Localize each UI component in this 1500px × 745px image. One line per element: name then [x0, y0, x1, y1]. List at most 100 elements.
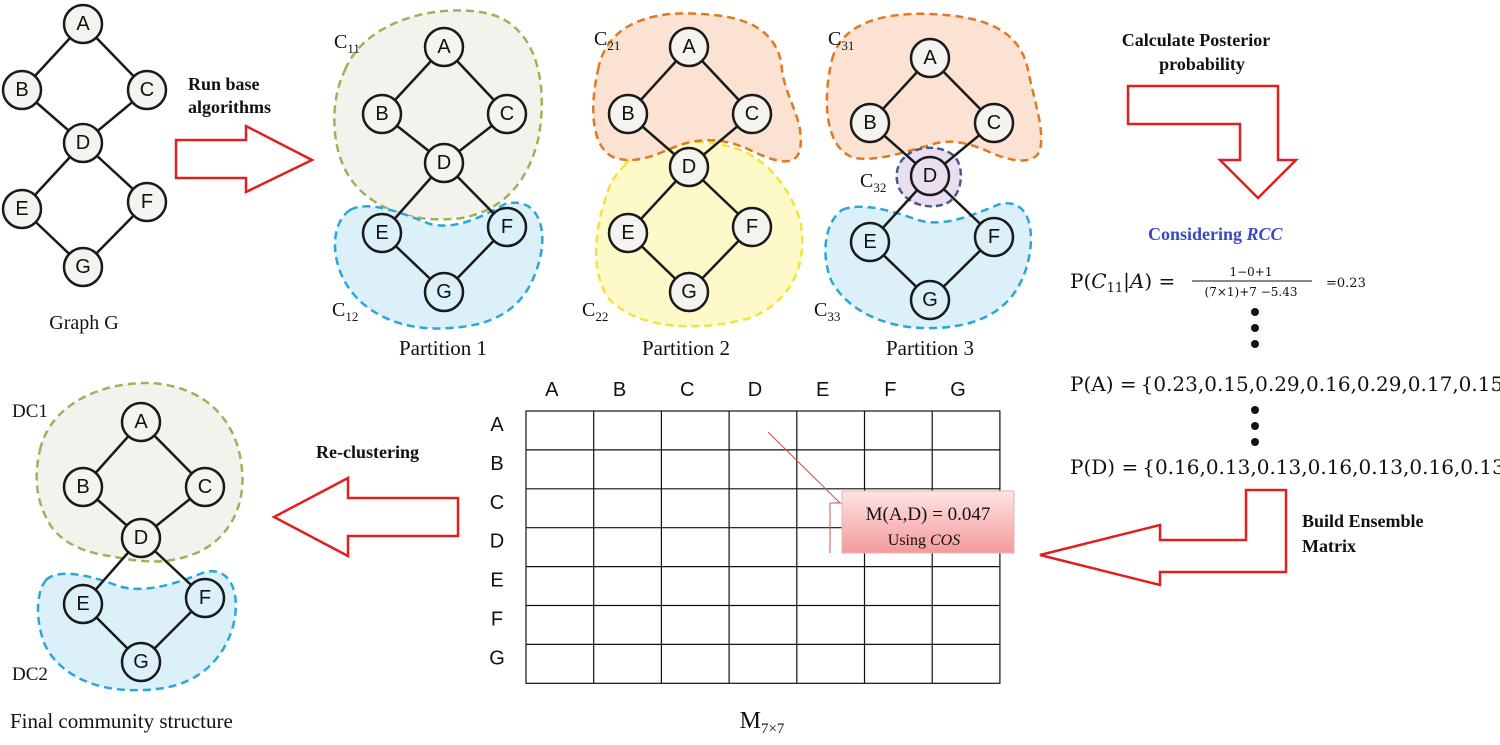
- p2-node-d: D: [668, 146, 710, 188]
- p1-node-b: B: [361, 93, 403, 135]
- matrix-row-header: B: [490, 453, 503, 475]
- final-node-a: A: [120, 401, 162, 443]
- callout-value: M(A,D) = 0.047: [866, 504, 991, 525]
- posterior-label-2: probability: [1159, 54, 1245, 74]
- svg-text:G: G: [75, 256, 91, 278]
- formula-result: =0.23: [1326, 276, 1366, 291]
- p2-node-b: B: [607, 93, 649, 135]
- svg-text:B: B: [621, 103, 634, 125]
- svg-text:B: B: [76, 476, 89, 498]
- build-ensemble-arrow: Build Ensemble Matrix: [1039, 488, 1424, 587]
- graph-g: A B C D E F G Graph G: [1, 3, 168, 334]
- posterior-formula: P(C11|A) = 1−0+1 (7×1)+7 −5.43 =0.23: [1070, 265, 1366, 299]
- posterior-arrow: [1126, 84, 1300, 200]
- matrix-col-header: B: [613, 379, 626, 401]
- label-dc2: DC2: [12, 664, 48, 685]
- posterior-pa: P(A) ={0.23,0.15,0.29,0.16,0.29,0.17,0.1…: [1070, 372, 1500, 396]
- svg-text:F: F: [141, 191, 153, 213]
- svg-text:A: A: [923, 47, 937, 69]
- p1-node-d: D: [423, 142, 465, 184]
- graph-node-f: F: [126, 181, 168, 223]
- matrix-col-header: G: [950, 379, 966, 401]
- p1-node-c: C: [486, 93, 528, 135]
- label-c22: C22: [582, 299, 608, 324]
- svg-text:D: D: [437, 152, 451, 174]
- svg-text:A: A: [134, 411, 148, 433]
- run-base-label-1: Run base: [188, 74, 260, 94]
- partition-3: A B C D E F G C31 C32 C33 Partition 3: [814, 12, 1043, 360]
- community-dc1: [35, 381, 244, 563]
- final-node-f: F: [184, 577, 226, 619]
- matrix-col-header: E: [816, 379, 829, 401]
- svg-text:A: A: [76, 13, 90, 35]
- matrix-col-header: F: [884, 379, 896, 401]
- matrix-col-header: C: [680, 379, 694, 401]
- svg-text:E: E: [621, 222, 634, 244]
- posterior-section: Calculate Posterior probability Consider…: [1070, 30, 1500, 479]
- p3-node-b: B: [849, 102, 891, 144]
- matrix-row-header: F: [491, 609, 503, 631]
- svg-text:F: F: [746, 216, 758, 238]
- svg-text:C: C: [500, 103, 514, 125]
- posterior-pd: P(D) ={0.16,0.13,0.13,0.16,0.13,0.16,0.1…: [1070, 455, 1500, 479]
- formula-denominator: (7×1)+7 −5.43: [1205, 285, 1298, 299]
- final-node-c: C: [184, 466, 226, 508]
- svg-text:D: D: [134, 527, 148, 549]
- matrix-row-header: C: [490, 492, 504, 514]
- label-c33: C33: [814, 299, 840, 324]
- p2-node-c: C: [731, 93, 773, 135]
- community-c11: [333, 9, 544, 221]
- svg-text:F: F: [501, 216, 513, 238]
- run-base-arrow: Run base algorithms: [174, 74, 315, 194]
- graph-node-g: G: [62, 246, 104, 288]
- final-node-d: D: [120, 517, 162, 559]
- matrix-col-header: A: [545, 379, 559, 401]
- matrix-row-header: E: [490, 570, 503, 592]
- matrix-row-header: D: [490, 531, 504, 553]
- ellipsis-dots-2: [1251, 406, 1259, 446]
- final-structure: A B C D E F G DC1 DC2 Final community st…: [10, 381, 244, 733]
- p3-node-e: E: [849, 221, 891, 263]
- svg-text:P(C11|A) =: P(C11|A) =: [1070, 269, 1175, 296]
- label-c31: C31: [828, 28, 854, 53]
- graph-node-a: A: [62, 3, 104, 45]
- svg-text:D: D: [923, 165, 937, 187]
- svg-text:C: C: [987, 112, 1001, 134]
- svg-text:G: G: [133, 651, 149, 673]
- build-label-1: Build Ensemble: [1302, 511, 1424, 531]
- svg-text:F: F: [988, 226, 1000, 248]
- svg-text:G: G: [436, 281, 452, 303]
- community-c22: [595, 140, 804, 328]
- svg-text:A: A: [437, 36, 451, 58]
- considering-rcc: Considering RCC: [1148, 224, 1284, 244]
- partition-1-caption: Partition 1: [399, 336, 487, 360]
- svg-text:C: C: [140, 79, 154, 101]
- build-label-2: Matrix: [1302, 536, 1356, 556]
- partition-2-caption: Partition 2: [642, 336, 730, 360]
- p3-node-g: G: [909, 279, 951, 321]
- p2-node-a: A: [668, 26, 710, 68]
- label-c11: C11: [334, 31, 360, 56]
- p3-node-c: C: [973, 102, 1015, 144]
- partition-1: A B C D E F G C11 C12 Partition 1: [332, 9, 544, 360]
- final-node-b: B: [62, 466, 104, 508]
- p2-node-g: G: [668, 271, 710, 313]
- svg-text:F: F: [199, 587, 211, 609]
- svg-text:G: G: [922, 289, 938, 311]
- p2-node-e: E: [607, 212, 649, 254]
- p2-node-f: F: [731, 206, 773, 248]
- svg-text:D: D: [682, 156, 696, 178]
- matrix-callout: [841, 490, 1015, 554]
- graph-node-d: D: [62, 122, 104, 164]
- svg-text:B: B: [863, 112, 876, 134]
- svg-text:E: E: [375, 222, 388, 244]
- p1-node-f: F: [486, 206, 528, 248]
- matrix-label: M7×7: [740, 708, 785, 737]
- final-caption: Final community structure: [10, 709, 233, 733]
- label-dc1: DC1: [12, 401, 48, 422]
- p3-node-d: D: [909, 155, 951, 197]
